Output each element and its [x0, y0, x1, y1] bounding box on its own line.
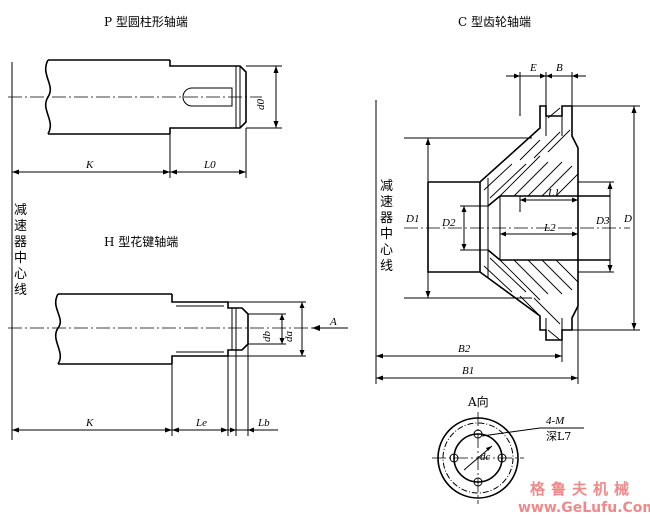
title-p-type: P 型圆柱形轴端: [104, 14, 188, 29]
watermark-cn: 格鲁夫机械: [530, 480, 635, 498]
view-arrow-a: A: [329, 316, 337, 328]
side-label-char: 线: [380, 259, 393, 274]
title-a-view: A向: [467, 394, 489, 409]
dim-da: da: [283, 331, 295, 343]
dim-dc: dc: [480, 451, 491, 463]
dim-b2: B2: [458, 343, 471, 355]
h-type-shaft-drawing: db da A K Le Lb: [8, 293, 348, 436]
dim-db: db: [261, 331, 273, 343]
dim-d1: D1: [405, 213, 419, 225]
dim-k-h: K: [85, 417, 94, 429]
a-view-drawing: dc 4-M 深L7: [432, 412, 584, 504]
title-h-type: H 型花键轴端: [104, 234, 178, 249]
side-label-char: 器: [380, 211, 393, 226]
side-label-char: 减: [380, 179, 393, 194]
dim-d2: D2: [441, 217, 456, 229]
side-label-char: 中: [380, 227, 393, 242]
p-type-shaft-drawing: d0 K L0: [8, 59, 282, 178]
side-label-char: 中: [14, 251, 27, 266]
dim-lb: Lb: [257, 417, 270, 429]
hole-note-4m: 4-M: [546, 415, 565, 427]
side-label-char: 速: [380, 195, 393, 210]
reducer-centerline-label-right: 减 速 器 中 心 线: [380, 179, 393, 274]
side-label-char: 减: [14, 203, 27, 218]
dim-l1: L1: [547, 187, 560, 199]
dim-d: D: [623, 213, 632, 225]
hole-note-depth: 深L7: [546, 430, 571, 443]
dim-e: E: [529, 62, 537, 74]
reducer-centerline-label-left: 减 速 器 中 心 线: [14, 203, 27, 298]
side-label-char: 器: [14, 235, 27, 250]
dim-l0: L0: [203, 159, 216, 171]
side-label-char: 心: [380, 243, 393, 258]
dim-d0: d0: [255, 99, 267, 111]
watermark-url: www.GeLufu.Com: [518, 500, 650, 516]
dim-le: Le: [195, 417, 207, 429]
dim-k-p: K: [85, 159, 94, 171]
side-label-char: 速: [14, 219, 27, 234]
section-hatching-lower: [483, 257, 579, 341]
c-type-shaft-drawing: 减 速 器 中 心 线: [375, 62, 640, 384]
section-hatching-upper: [483, 107, 579, 199]
dim-l2: L2: [543, 222, 556, 234]
side-label-char: 线: [14, 283, 27, 298]
title-c-type: C 型齿轮轴端: [458, 14, 531, 29]
side-label-char: 心: [14, 267, 27, 282]
dim-b: B: [556, 62, 563, 74]
dim-d3: D3: [595, 215, 610, 227]
dim-b1: B1: [462, 365, 474, 377]
